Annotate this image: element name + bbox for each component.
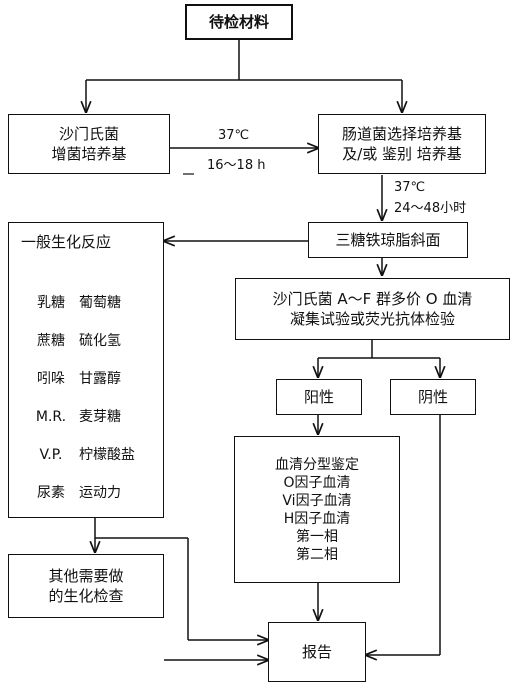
serotype-line-6: 第二相 — [296, 546, 338, 563]
biochem-item: 葡萄糖 — [79, 295, 121, 311]
serotype-line-3: Vi因子血清 — [282, 492, 352, 509]
node-selective-line1: 肠道菌选择培养基 — [341, 125, 462, 143]
serotype-line-5: 第一相 — [296, 528, 338, 545]
node-enrich-line1: 沙门氏菌 — [58, 125, 119, 143]
edge-label-temp-1: 37℃ — [218, 128, 250, 143]
edge-label-temp-2: 37℃ — [394, 180, 426, 195]
biochem-item: 尿素 — [37, 485, 65, 501]
node-report: 报告 — [268, 622, 366, 682]
node-enrich-line2: 增菌培养基 — [51, 145, 127, 163]
biochem-item: 麦芽糖 — [79, 409, 121, 425]
serotype-line-1: 血清分型鉴定 — [275, 456, 359, 473]
biochem-item: 蔗糖 — [37, 333, 65, 349]
node-positive-label: 阳性 — [303, 388, 334, 406]
node-negative: 阴性 — [390, 379, 476, 415]
node-tsi-label: 三糖铁琼脂斜面 — [335, 231, 441, 249]
node-tsi: 三糖铁琼脂斜面 — [308, 222, 468, 258]
serotype-line-2: O因子血清 — [283, 474, 351, 491]
node-start-label: 待检材料 — [208, 13, 269, 31]
node-report-label: 报告 — [301, 643, 332, 661]
biochem-item: 硫化氢 — [79, 333, 121, 349]
serotype-list: 血清分型鉴定 O因子血清 Vi因子血清 H因子血清 第一相 第二相 — [275, 456, 359, 564]
biochem-item: 柠檬酸盐 — [79, 447, 135, 463]
biochem-row-2: 蔗糖硫化氢 — [23, 331, 121, 351]
edge-label-time-2: 24～48小时 — [394, 201, 467, 216]
node-serology: 沙门氏菌 A～F 群多价 O 血清 凝集试验或荧光抗体检验 — [235, 278, 510, 340]
node-serotype: 血清分型鉴定 O因子血清 Vi因子血清 H因子血清 第一相 第二相 — [234, 436, 400, 583]
node-negative-label: 阴性 — [417, 388, 448, 406]
node-other-line2: 的生化检查 — [48, 587, 124, 605]
edge-label-time-1: 16～18 h — [207, 158, 266, 173]
node-start: 待检材料 — [185, 4, 293, 40]
node-serology-line1: 沙门氏菌 A～F 群多价 O 血清 — [272, 290, 473, 308]
node-biochem-title: 一般生化反应 — [21, 233, 112, 251]
biochem-item: 运动力 — [79, 485, 121, 501]
biochem-row-1: 乳糖葡萄糖 — [23, 293, 121, 313]
node-other-line1: 其他需要做 — [48, 567, 124, 585]
biochem-row-4: M.R. 麦芽糖 — [23, 407, 121, 427]
biochem-item: 乳糖 — [37, 295, 65, 311]
node-selective-line2: 及/或 鉴别 培养基 — [342, 145, 462, 163]
biochem-row-5: V.P. 柠檬酸盐 — [23, 445, 135, 465]
biochem-item: 甘露醇 — [79, 371, 121, 387]
biochem-row-3: 吲哚甘露醇 — [23, 369, 121, 389]
node-positive: 阳性 — [276, 379, 362, 415]
biochem-row-6: 尿素运动力 — [23, 483, 121, 503]
biochem-item: M.R. — [35, 409, 67, 425]
node-other: 其他需要做 的生化检查 — [8, 554, 164, 618]
node-enrich: 沙门氏菌 增菌培养基 — [8, 114, 170, 174]
node-biochem: 一般生化反应 乳糖葡萄糖 蔗糖硫化氢 吲哚甘露醇 M.R. 麦芽糖 V.P. 柠檬酸… — [8, 222, 164, 518]
node-selective: 肠道菌选择培养基 及/或 鉴别 培养基 — [318, 114, 486, 174]
serotype-line-4: H因子血清 — [283, 510, 351, 527]
biochem-item: 吲哚 — [37, 371, 65, 387]
biochem-item: V.P. — [39, 447, 63, 463]
node-serology-line2: 凝集试验或荧光抗体检验 — [289, 310, 455, 328]
